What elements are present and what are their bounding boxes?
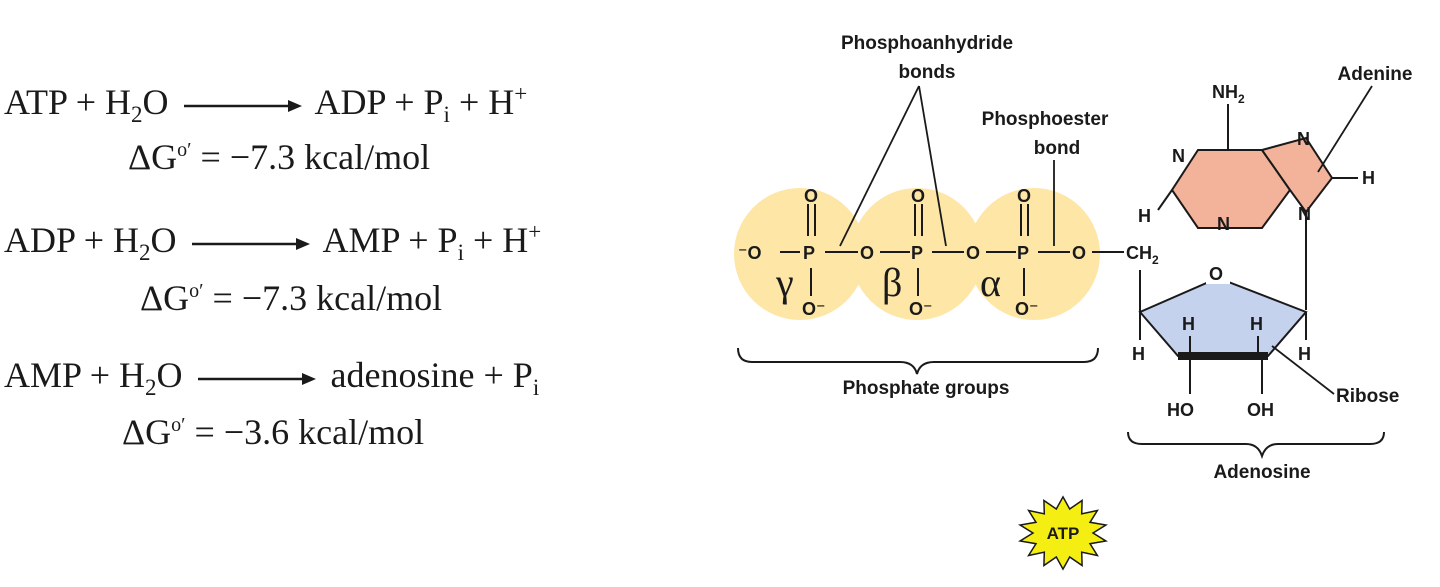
atom-o-minus: O⁻ [802,299,826,319]
phosphate-circles [734,188,1100,320]
atom-o-bridge: O [860,243,874,263]
equation-2: ADP + H2O AMP + Pi + H+ [4,220,541,264]
plus-sign: + [89,355,111,395]
atom-p-gamma: P [803,243,815,263]
atom-h: H [1138,206,1151,226]
atom-o-ester: O [1072,243,1086,263]
atom-o: O [1017,186,1031,206]
atom-h: H [1250,314,1263,334]
atom-o-minus: ⁻O [738,243,762,263]
ribose-ring: O H H H H HO OH [1132,262,1311,420]
atom-ho: HO [1167,400,1194,420]
atom-p-alpha: P [1017,243,1029,263]
plus-sign: + [394,82,415,122]
plus-sign: + [458,82,480,122]
phosphate-pi: Pi [423,82,450,128]
beta-phosphate-circle [851,188,983,320]
atp-badge-label: ATP [1047,524,1080,543]
product: ADP [314,82,386,122]
gamma-phosphate-circle [734,188,866,320]
reaction-arrow-icon [183,99,302,112]
atom-o-ribose: O [1209,264,1223,284]
adenine-five-ring [1260,136,1334,214]
alpha-phosphate-circle [968,188,1100,320]
atom-n: N [1217,214,1230,234]
starburst-icon [1018,495,1108,571]
atom-ch2: CH2 [1126,243,1159,267]
plus-sign: + [483,355,504,395]
atom-h: H [1298,344,1311,364]
atom-o-minus: O⁻ [1015,299,1039,319]
phosphoester-label-2: bond [1034,138,1080,159]
ribose-pentagon [1138,276,1308,357]
ribose-label: Ribose [1336,386,1399,407]
plus-sign: + [408,220,429,260]
equations-panel: ATP + H2O ADP + Pi + H+ ΔGo′ = −7.3 kcal… [0,0,700,587]
adenine-leader [1317,85,1373,173]
atom-o: O [911,186,925,206]
adenine-ring: NH2 N N N N H H [1138,82,1375,310]
atom-h: H [1182,314,1195,334]
phosphate-pi: Pi [512,355,540,401]
plus-sign: + [83,220,104,260]
phosphoanhydride-label-2: bonds [899,62,956,83]
ribose-leader [1271,345,1335,395]
atom-n: N [1172,146,1185,166]
water: H2O [119,355,183,401]
adenosine-brace [1127,431,1385,460]
proton: H+ [488,81,528,122]
atom-h: H [1362,168,1375,188]
atom-n: N [1297,129,1310,149]
equation-1: ATP + H2O ADP + Pi + H+ [4,82,527,126]
phosphoester-label: Phosphoester [982,109,1109,130]
phosphoanhydride-label: Phosphoanhydride [841,33,1013,54]
equation-3: AMP + H2O adenosine + Pi [4,357,539,399]
atom-p-beta: P [911,243,923,263]
atom-nh2: NH2 [1212,82,1245,106]
beta-label: β [882,260,902,305]
atom-o: O [804,186,818,206]
atom-n: N [1298,204,1311,224]
reaction-arrow-icon [191,237,310,250]
phosphate-groups-label: Phosphate groups [843,378,1010,399]
phosphate-groups-brace [737,347,1099,375]
atom-h: H [1132,344,1145,364]
product: AMP [322,220,400,260]
reactant: ADP [4,220,75,260]
proton: H+ [502,219,542,260]
atp-badge: ATP [1018,495,1108,571]
atom-o-bridge: O [966,243,980,263]
phosphate-atoms: ⁻O P O O⁻ O P O O⁻ O P O O⁻ O CH2 [738,186,1159,319]
delta-g-3: ΔGo′ = −3.6 kcal/mol [122,412,425,452]
product: adenosine [330,355,475,395]
reactant: AMP [4,355,81,395]
water: H2O [113,220,177,266]
adenosine-label: Adenosine [1213,462,1310,483]
alpha-label: α [980,260,1001,305]
delta-g-2: ΔGo′ = −7.3 kcal/mol [140,278,443,318]
phosphoanhydride-leaders [839,85,947,247]
gamma-label: γ [775,260,794,305]
plus-sign: + [472,220,494,260]
phosphate-bonds [780,204,1124,296]
reaction-arrow-icon [197,372,316,385]
phosphate-pi: Pi [437,220,464,266]
atom-oh: OH [1247,400,1274,420]
adenine-label: Adenine [1338,64,1413,85]
reactant: ATP [4,82,67,122]
atom-o-minus: O⁻ [909,299,933,319]
delta-g-1: ΔGo′ = −7.3 kcal/mol [128,137,431,177]
plus-sign: + [75,82,96,122]
water: H2O [105,82,169,128]
